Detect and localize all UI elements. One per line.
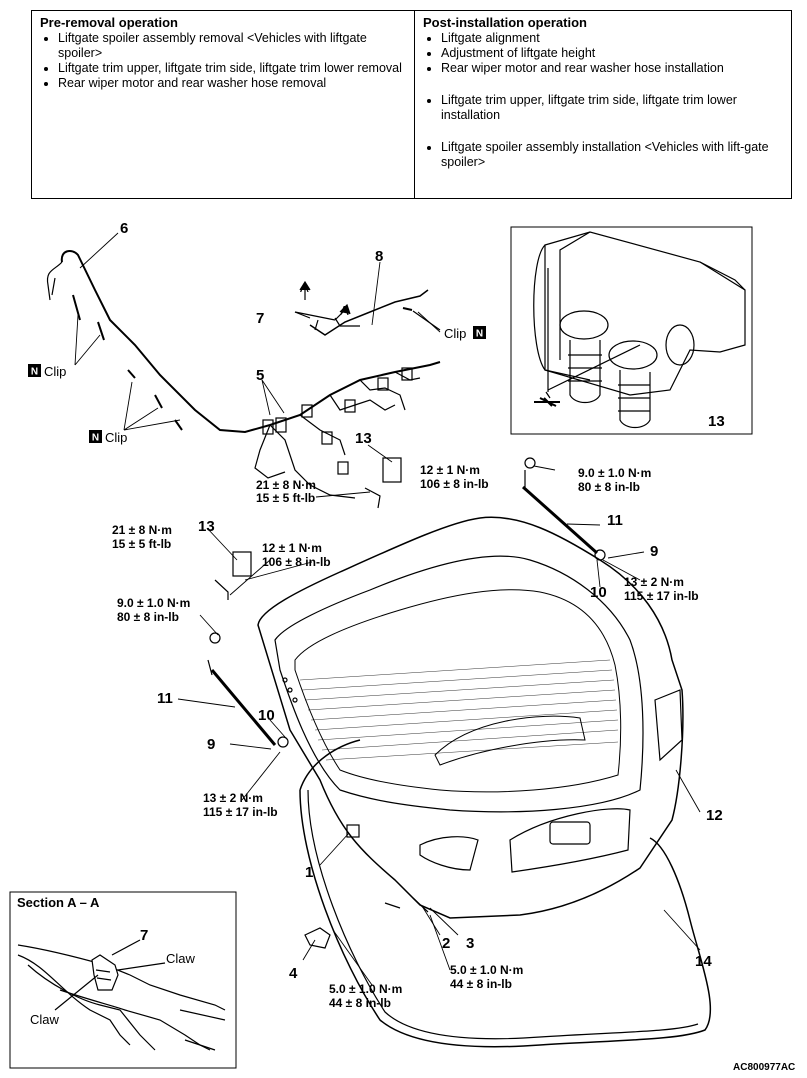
- liftgate-body: [257, 516, 684, 919]
- leader-lines: [74, 232, 701, 986]
- clip-label: Clip: [105, 430, 127, 445]
- claw-label: Claw: [30, 1012, 60, 1027]
- torque-imperial: 115 ± 17 in-lb: [624, 589, 699, 603]
- torque-nm: 9.0 ± 1.0 N·m: [578, 466, 651, 480]
- wiring-harness: [46, 249, 441, 499]
- pre-removal-heading: Pre-removal operation: [40, 15, 178, 30]
- torque-nm: 12 ± 1 N·m: [420, 463, 480, 477]
- n-mark: N: [31, 367, 38, 378]
- n-mark: N: [476, 329, 483, 340]
- list-item: Liftgate alignment: [441, 31, 783, 46]
- claw-label: Claw: [166, 951, 196, 966]
- callout-14: 14: [695, 953, 712, 970]
- callout-11-left: 11: [157, 690, 173, 707]
- callout-12: 12: [706, 807, 723, 824]
- torque-imperial: 15 ± 5 ft-lb: [112, 537, 171, 551]
- post-installation-list: Liftgate alignment Adjustment of liftgat…: [423, 31, 783, 170]
- figure-code: AC800977AC: [733, 1062, 795, 1073]
- section-a-a-inset: [9, 891, 237, 1069]
- torque-nm: 13 ± 2 N·m: [203, 791, 263, 805]
- torque-imperial: 80 ± 8 in-lb: [117, 610, 179, 624]
- callout-10-right: 10: [590, 584, 607, 601]
- callout-3: 3: [466, 935, 474, 952]
- callout-5: 5: [256, 367, 264, 384]
- callout-11-right: 11: [607, 512, 623, 529]
- callout-8: 8: [375, 248, 383, 265]
- operations-table: Pre-removal operation Liftgate spoiler a…: [31, 10, 792, 199]
- post-installation-column: Post-installation operation Liftgate ali…: [415, 11, 791, 198]
- callout-13-center: 13: [355, 430, 372, 447]
- hinge-detail-inset: [510, 226, 753, 435]
- section-title: Section A – A: [17, 895, 100, 910]
- clip-label: Clip: [44, 364, 66, 379]
- callout-6: 6: [120, 220, 128, 237]
- list-item: Liftgate spoiler assembly installation <…: [441, 140, 783, 170]
- callout-13-inset: 13: [708, 413, 725, 430]
- callout-9-right: 9: [650, 543, 658, 560]
- torque-imperial: 44 ± 8 in-lb: [450, 977, 512, 991]
- torque-imperial: 44 ± 8 in-lb: [329, 996, 391, 1010]
- n-mark-badges: [28, 326, 486, 443]
- hinge-left: [232, 551, 252, 577]
- list-item: Liftgate trim upper, liftgate trim side,…: [441, 93, 783, 123]
- weatherstrip: [299, 739, 712, 1048]
- torque-nm: 5.0 ± 1.0 N·m: [450, 963, 523, 977]
- callout-9-left: 9: [207, 736, 215, 753]
- post-installation-heading: Post-installation operation: [423, 15, 587, 30]
- torque-nm: 21 ± 8 N·m: [256, 478, 316, 492]
- list-item: Adjustment of liftgate height: [441, 46, 783, 61]
- pre-removal-list: Liftgate spoiler assembly removal <Vehic…: [40, 31, 406, 91]
- callout-4: 4: [289, 965, 298, 982]
- torque-nm: 21 ± 8 N·m: [112, 523, 172, 537]
- torque-imperial: 80 ± 8 in-lb: [578, 480, 640, 494]
- section-callout-7: 7: [140, 927, 148, 944]
- list-item: Rear wiper motor and rear washer hose in…: [441, 61, 783, 76]
- callout-13-left: 13: [198, 518, 215, 535]
- latch-bolts: [384, 897, 429, 913]
- section-arrow-label: A: [340, 303, 349, 318]
- grommet: [346, 824, 360, 838]
- callout-7: 7: [256, 310, 264, 327]
- torque-nm: 5.0 ± 1.0 N·m: [329, 982, 402, 996]
- callout-1: 1: [305, 864, 313, 881]
- striker-bracket: [304, 927, 331, 949]
- pre-removal-column: Pre-removal operation Liftgate spoiler a…: [32, 11, 415, 198]
- torque-nm: 13 ± 2 N·m: [624, 575, 684, 589]
- callout-2: 2: [442, 935, 450, 952]
- clip-label: Clip: [444, 326, 466, 341]
- torque-imperial: 115 ± 17 in-lb: [203, 805, 278, 819]
- torque-imperial: 106 ± 8 in-lb: [420, 477, 489, 491]
- gas-strut-left: [207, 632, 289, 748]
- gas-strut-right: [522, 457, 606, 561]
- torque-imperial: 15 ± 5 ft-lb: [256, 491, 315, 505]
- hinge-left-bolt: [214, 579, 229, 600]
- n-mark: N: [92, 433, 99, 444]
- section-arrow-label: A: [300, 280, 309, 295]
- torque-imperial: 106 ± 8 in-lb: [262, 555, 331, 569]
- washer-hose: [294, 280, 441, 336]
- torque-nm: 12 ± 1 N·m: [262, 541, 322, 555]
- torque-nm: 9.0 ± 1.0 N·m: [117, 596, 190, 610]
- hinge-right: [382, 457, 402, 483]
- list-item: Liftgate trim upper, liftgate trim side,…: [58, 61, 406, 76]
- list-item: Liftgate spoiler assembly removal <Vehic…: [58, 31, 406, 61]
- hinge-right-bolt: [364, 487, 381, 509]
- callout-10-left: 10: [258, 707, 275, 724]
- list-item: Rear wiper motor and rear washer hose re…: [58, 76, 406, 91]
